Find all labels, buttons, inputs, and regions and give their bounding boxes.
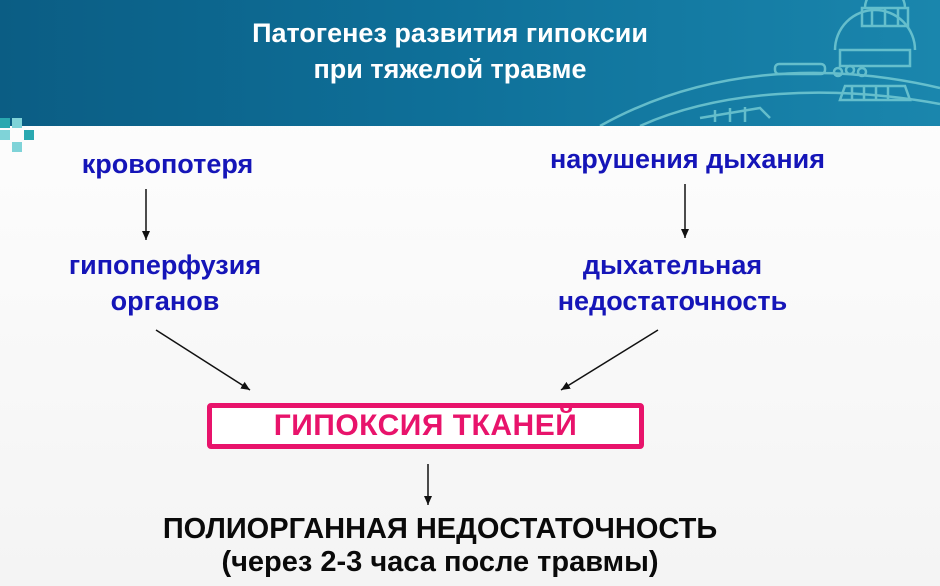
node-respiratory-failure: дыхательная недостаточность xyxy=(495,247,850,319)
slide-header: Патогенез развития гипоксии при тяжелой … xyxy=(0,0,940,126)
arrow-hypoperfusion-to-hypoxia xyxy=(155,329,251,391)
slide-title-line-1: Патогенез развития гипоксии xyxy=(252,18,648,48)
node-hypoperfusion-line-1: гипоперфузия xyxy=(68,250,262,280)
arrow-respfailure-to-hypoxia xyxy=(560,329,659,391)
result-multiorgan-failure: ПОЛИОРГАННАЯ НЕДОСТАТОЧНОСТЬ xyxy=(162,513,718,545)
node-blood-loss: кровопотеря xyxy=(81,149,254,179)
node-hypoperfusion-line-2: органов xyxy=(110,286,220,316)
node-breathing-disorder: нарушения дыхания xyxy=(549,144,826,174)
result-timing-note: (через 2-3 часа после травмы) xyxy=(221,546,659,578)
node-tissue-hypoxia-label: ГИПОКСИЯ ТКАНЕЙ xyxy=(273,409,578,442)
building-illustration xyxy=(599,0,940,126)
node-tissue-hypoxia: ГИПОКСИЯ ТКАНЕЙ xyxy=(207,403,644,449)
node-respiratory-failure-line-1: дыхательная xyxy=(582,250,763,280)
node-respiratory-failure-line-2: недостаточность xyxy=(557,286,788,316)
slide-title-line-2: при тяжелой травме xyxy=(313,54,587,84)
node-hypoperfusion: гипоперфузия органов xyxy=(20,247,310,319)
